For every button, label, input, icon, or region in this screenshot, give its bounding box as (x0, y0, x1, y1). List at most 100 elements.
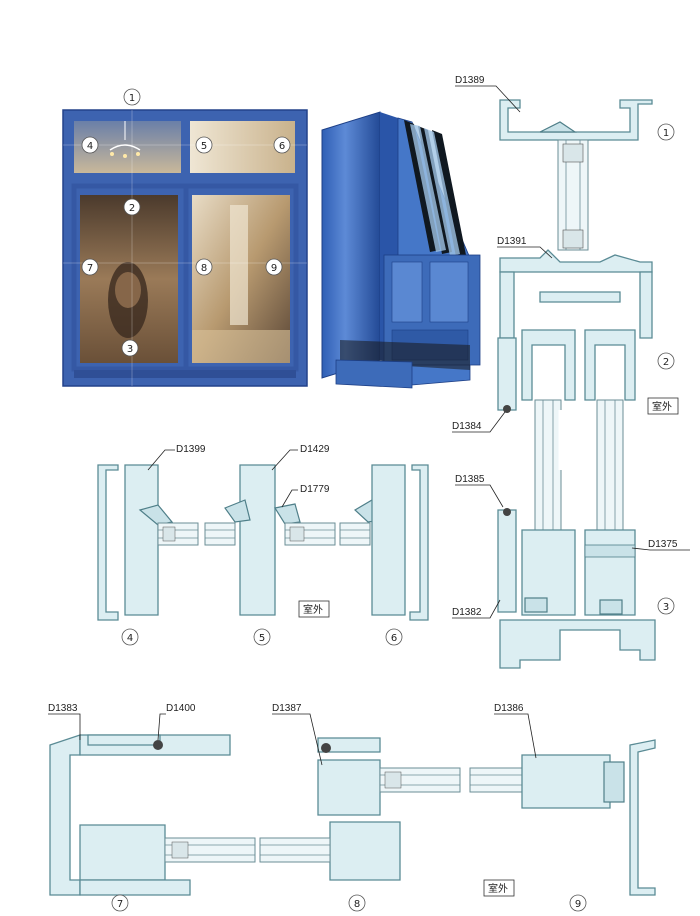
window-photo: 1 4 5 6 2 7 8 9 (62, 88, 308, 387)
svg-text:3: 3 (127, 344, 133, 355)
leader-d1386 (494, 713, 537, 759)
svg-text:9: 9 (575, 899, 581, 910)
photo-callout-4: 4 (81, 136, 99, 154)
s6-glass (339, 522, 371, 546)
section-number-6: 6 (385, 628, 403, 646)
floor-shape (192, 330, 290, 363)
svg-text:2: 2 (129, 203, 135, 214)
leader-d1387 (272, 713, 323, 766)
s7-outer-frame (49, 734, 81, 896)
leader-d1429 (271, 449, 298, 471)
label-d1387: D1387 (272, 703, 302, 714)
left-sash-glass (534, 399, 562, 531)
head-clip (539, 121, 577, 133)
s8-glass-lower (259, 837, 331, 863)
section-number-8: 8 (348, 894, 366, 912)
label-d1382: D1382 (452, 607, 482, 618)
leader-d1391 (497, 246, 553, 259)
svg-text:8: 8 (201, 263, 207, 274)
sash-left-bottom-rail (521, 529, 576, 616)
labels-right-column: D1389 D1391 D1384 D1385 D1375 D1382 1 2 … (452, 75, 690, 619)
svg-text:2: 2 (663, 357, 669, 368)
s5-bead-right (274, 503, 301, 525)
brush-seal-lower (503, 508, 511, 516)
photo-callout-3: 3 (121, 339, 139, 357)
exterior-label-bottom: 室外 (483, 879, 515, 897)
svg-text:6: 6 (391, 633, 397, 644)
exterior-label-middle: 室外 (298, 600, 330, 618)
label-d1375: D1375 (648, 539, 678, 550)
s4-jamb-body (124, 464, 159, 616)
leader-d1375 (631, 547, 690, 551)
section-vertical-1-3 (497, 99, 656, 669)
leader-d1383 (48, 713, 81, 740)
bottom-track (74, 370, 296, 378)
s7-interlock-d1400 (87, 734, 161, 746)
leader-d1385 (455, 484, 504, 508)
label-d1399: D1399 (176, 444, 206, 455)
svg-text:3: 3 (663, 602, 669, 613)
photo-callout-5: 5 (195, 136, 213, 154)
label-d1383: D1383 (48, 703, 78, 714)
transom-lower-flange (539, 291, 621, 303)
label-d1389: D1389 (455, 75, 485, 86)
outer-jamb-left (499, 271, 515, 339)
s4-glazing-bead (138, 504, 174, 526)
s9-outer-frame (629, 739, 656, 896)
svg-text:4: 4 (87, 141, 93, 152)
photo-callout-2: 2 (123, 198, 141, 216)
svg-text:9: 9 (271, 263, 277, 274)
s6-jamb-body (371, 464, 406, 616)
label-d1386: D1386 (494, 703, 524, 714)
s7-brush-seal (153, 740, 163, 750)
head-frame-profile (499, 99, 653, 141)
photo-callout-6: 6 (273, 136, 291, 154)
exterior-label-right: 室外 (647, 397, 679, 415)
leader-d1384 (452, 411, 506, 433)
s8-sash-lower (329, 821, 401, 881)
column-shape (230, 205, 248, 325)
section-number-3: 3 (657, 597, 675, 615)
svg-text:6: 6 (279, 141, 285, 152)
s7-sash-d1383 (79, 824, 166, 881)
svg-text:室外: 室外 (652, 400, 672, 413)
section-number-9: 9 (569, 894, 587, 912)
photo-callout-8: 8 (195, 258, 213, 276)
chair-back (115, 272, 141, 308)
svg-text:1: 1 (663, 128, 669, 139)
section-horizontal-4-6: D1399 D1429 D1779 室外 4 5 6 (97, 444, 429, 646)
section-horizontal-7-9: D1383 D1400 D1387 D1386 室外 7 8 9 (48, 703, 656, 912)
svg-text:4: 4 (127, 633, 133, 644)
label-d1391: D1391 (497, 236, 527, 247)
s8-sash-d1387 (317, 759, 381, 816)
svg-text:5: 5 (259, 633, 265, 644)
sill-profile (499, 619, 656, 669)
s8-brush-seal (321, 743, 331, 753)
section-number-1: 1 (657, 123, 675, 141)
interlock-d1384 (497, 337, 517, 411)
sash-left-top-rail (521, 329, 576, 401)
chandelier-icon (109, 121, 141, 158)
leader-d1389 (455, 85, 521, 113)
s6-jamb-right (409, 464, 429, 621)
s5-bead-left (224, 499, 251, 523)
label-d1384: D1384 (452, 421, 482, 432)
label-d1385: D1385 (455, 474, 485, 485)
s5-glass-left (204, 522, 236, 546)
s5-mullion (239, 464, 276, 616)
s9-interlock (603, 761, 625, 803)
svg-text:7: 7 (117, 899, 123, 910)
transom-profile (499, 249, 653, 273)
outer-jamb-right (639, 271, 653, 339)
right-sash-glass (596, 399, 624, 531)
photo-callout-1: 1 (123, 88, 141, 106)
leader-d1400 (157, 713, 166, 741)
section-number-5: 5 (253, 628, 271, 646)
interlock-d1385 (497, 509, 517, 613)
svg-text:5: 5 (201, 141, 207, 152)
photo-callout-9: 9 (265, 258, 283, 276)
label-d1429: D1429 (300, 444, 330, 455)
label-d1400: D1400 (166, 703, 196, 714)
leader-d1779 (281, 489, 298, 508)
